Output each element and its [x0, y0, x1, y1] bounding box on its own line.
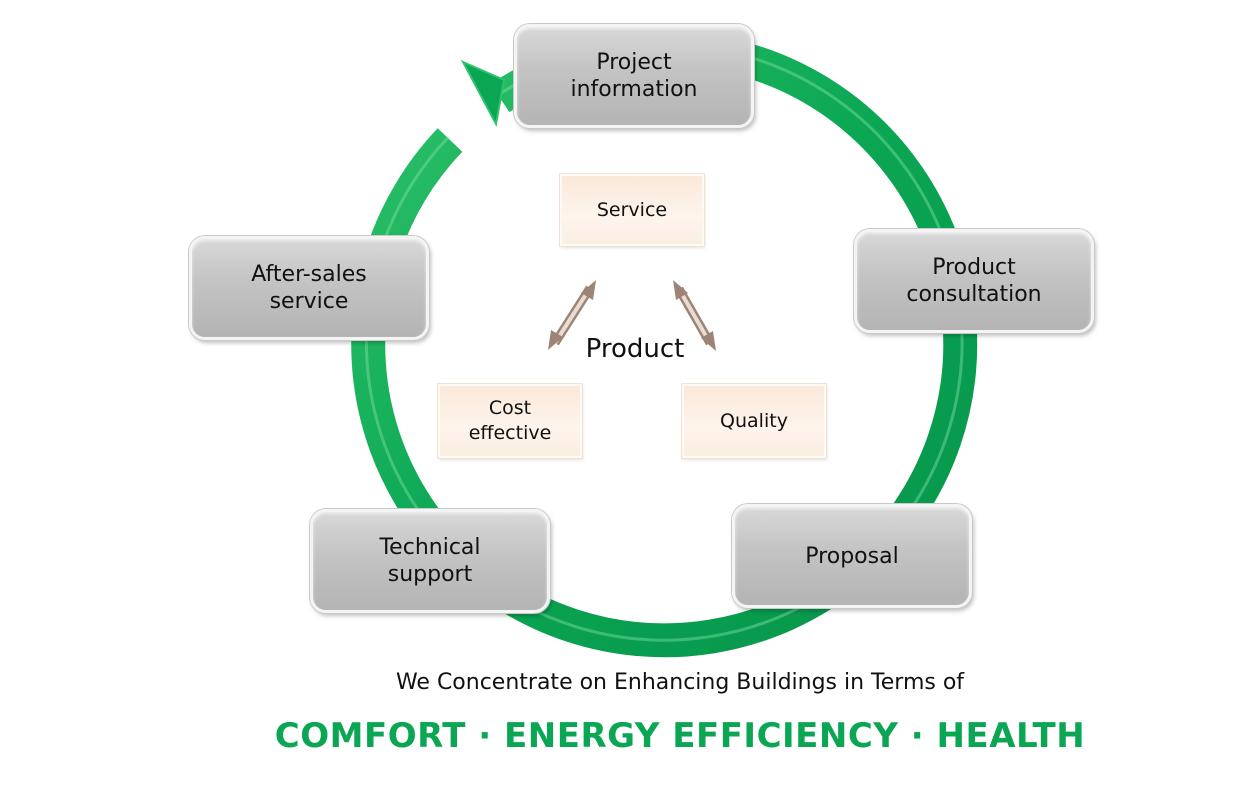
cycle-arrow-head: [460, 59, 506, 128]
step-product-consultation: Product consultation: [854, 229, 1094, 333]
step-label: Project information: [570, 50, 698, 102]
tagline-text: COMFORT · ENERGY EFFICIENCY · HEALTH: [274, 716, 1086, 756]
step-proposal: Proposal: [732, 504, 972, 608]
caption-text: We Concentrate on Enhancing Buildings in…: [395, 670, 965, 695]
attribute-quality: Quality: [682, 384, 826, 458]
step-label: After-sales service: [251, 262, 367, 314]
attribute-service: Service: [560, 174, 704, 246]
double-arrow-left: [548, 280, 596, 350]
step-after-sales-service: After-sales service: [189, 236, 429, 340]
step-technical-support: Technical support: [310, 509, 550, 613]
product-center-label: Product: [585, 334, 685, 364]
step-label: Proposal: [805, 543, 899, 569]
step-label: Product consultation: [906, 255, 1042, 307]
attribute-label: Service: [596, 198, 668, 221]
double-arrow-right: [673, 280, 716, 351]
attribute-label: Quality: [720, 409, 788, 432]
attribute-label: Cost effective: [468, 397, 552, 444]
attribute-cost-effective: Cost effective: [438, 384, 582, 458]
step-project-information: Project information: [514, 24, 754, 128]
step-label: Technical support: [379, 535, 481, 587]
